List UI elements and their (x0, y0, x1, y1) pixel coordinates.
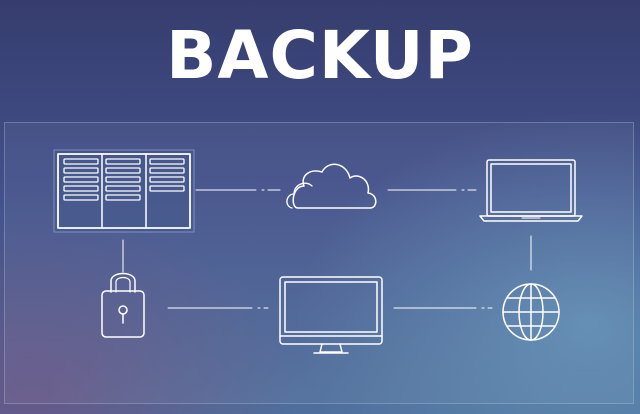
cloud-icon (286, 163, 377, 209)
laptop-icon (479, 159, 583, 222)
server-rack-icon (53, 149, 195, 233)
padlock-icon (101, 272, 145, 338)
monitor-icon (279, 276, 383, 354)
globe-icon (502, 283, 560, 341)
connector-lines (122, 189, 532, 309)
page-title: BACKUP (166, 17, 474, 94)
